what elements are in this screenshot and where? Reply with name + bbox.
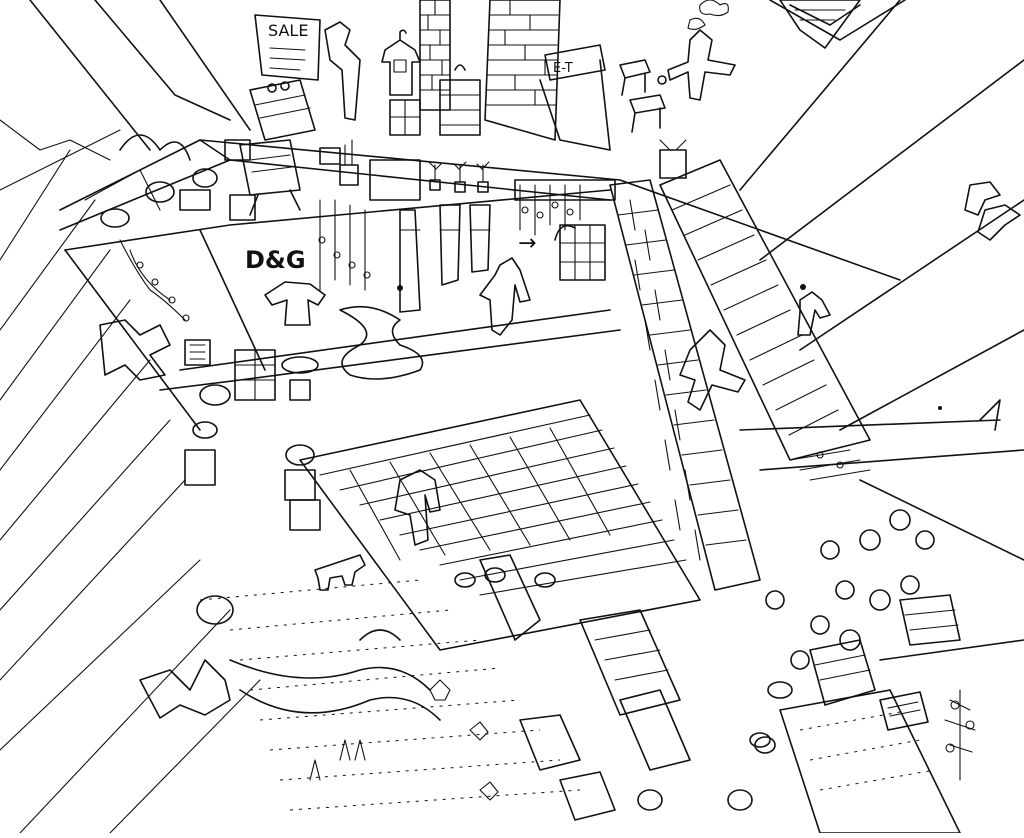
tree-icon [99,319,171,381]
window-grid-icon [389,99,421,136]
building-lower-right [779,594,961,834]
hanging-clothes [399,204,491,313]
hanging-vine-icon [519,184,581,236]
potted-plant-row-lower [196,444,776,811]
tree-icon [944,689,976,781]
potted-plant-icon [453,161,467,193]
person-figure-icon [479,257,531,336]
person-figure-icon [667,29,736,101]
t-shirt-on-hanger-icon [381,29,421,96]
stool-icon [619,59,667,133]
shop-blocks-lower [479,554,691,821]
shelf-icon [249,79,316,141]
dg-logo-text: D&G [245,246,306,274]
staircase-icon [659,159,871,461]
cake-stand-icon [439,64,481,136]
person-figure-icon [679,329,746,411]
sale-sign-text: SALE [268,21,308,40]
potted-plant-icon [476,161,490,193]
potted-plant-row [339,139,687,193]
plaza-path [229,629,441,721]
cloud-scribble [687,0,729,31]
paper-note [879,691,929,731]
et-shop-sign: E-T [539,44,611,151]
framed-picture [779,0,861,49]
person-figure-icon [964,181,1021,241]
dg-shop-logo: D&G [245,246,306,274]
potted-plant-icon [428,161,442,191]
person-figure-icon [797,291,831,336]
escalator-icon [609,179,761,591]
crate-cluster-mid [184,339,319,486]
right-plaza-edges [739,399,1024,661]
plaza-ground-texture [199,579,581,811]
small-plant-cluster [309,679,499,801]
top-right-building-edges [739,0,1024,431]
brick-tower-right [484,0,561,141]
brick-tower-left [419,0,451,111]
shelf-icon [554,224,606,281]
person-figure-icon [394,469,441,546]
ink-dots [397,284,942,410]
hanging-vine-icon [119,239,190,322]
shirt-icon [264,281,326,326]
crate-cluster [100,134,341,228]
tree-icon [139,659,231,719]
arrow-sign-text: → [518,231,536,256]
staircase-icon [299,399,701,651]
left-facade-hatching [0,119,261,834]
potted-plant-icon [339,139,359,186]
easel-sign [239,139,301,216]
hanging-vine-icon [318,199,371,291]
curvy-bench [339,305,424,380]
potted-plant-icon [659,139,687,179]
et-sign-text: E-T [553,61,573,76]
top-left-building-edges [29,0,251,151]
arrow-sign: → [518,231,536,256]
sale-sign: SALE [254,14,321,81]
dog-icon [314,554,366,591]
person-figure-icon [324,21,361,121]
